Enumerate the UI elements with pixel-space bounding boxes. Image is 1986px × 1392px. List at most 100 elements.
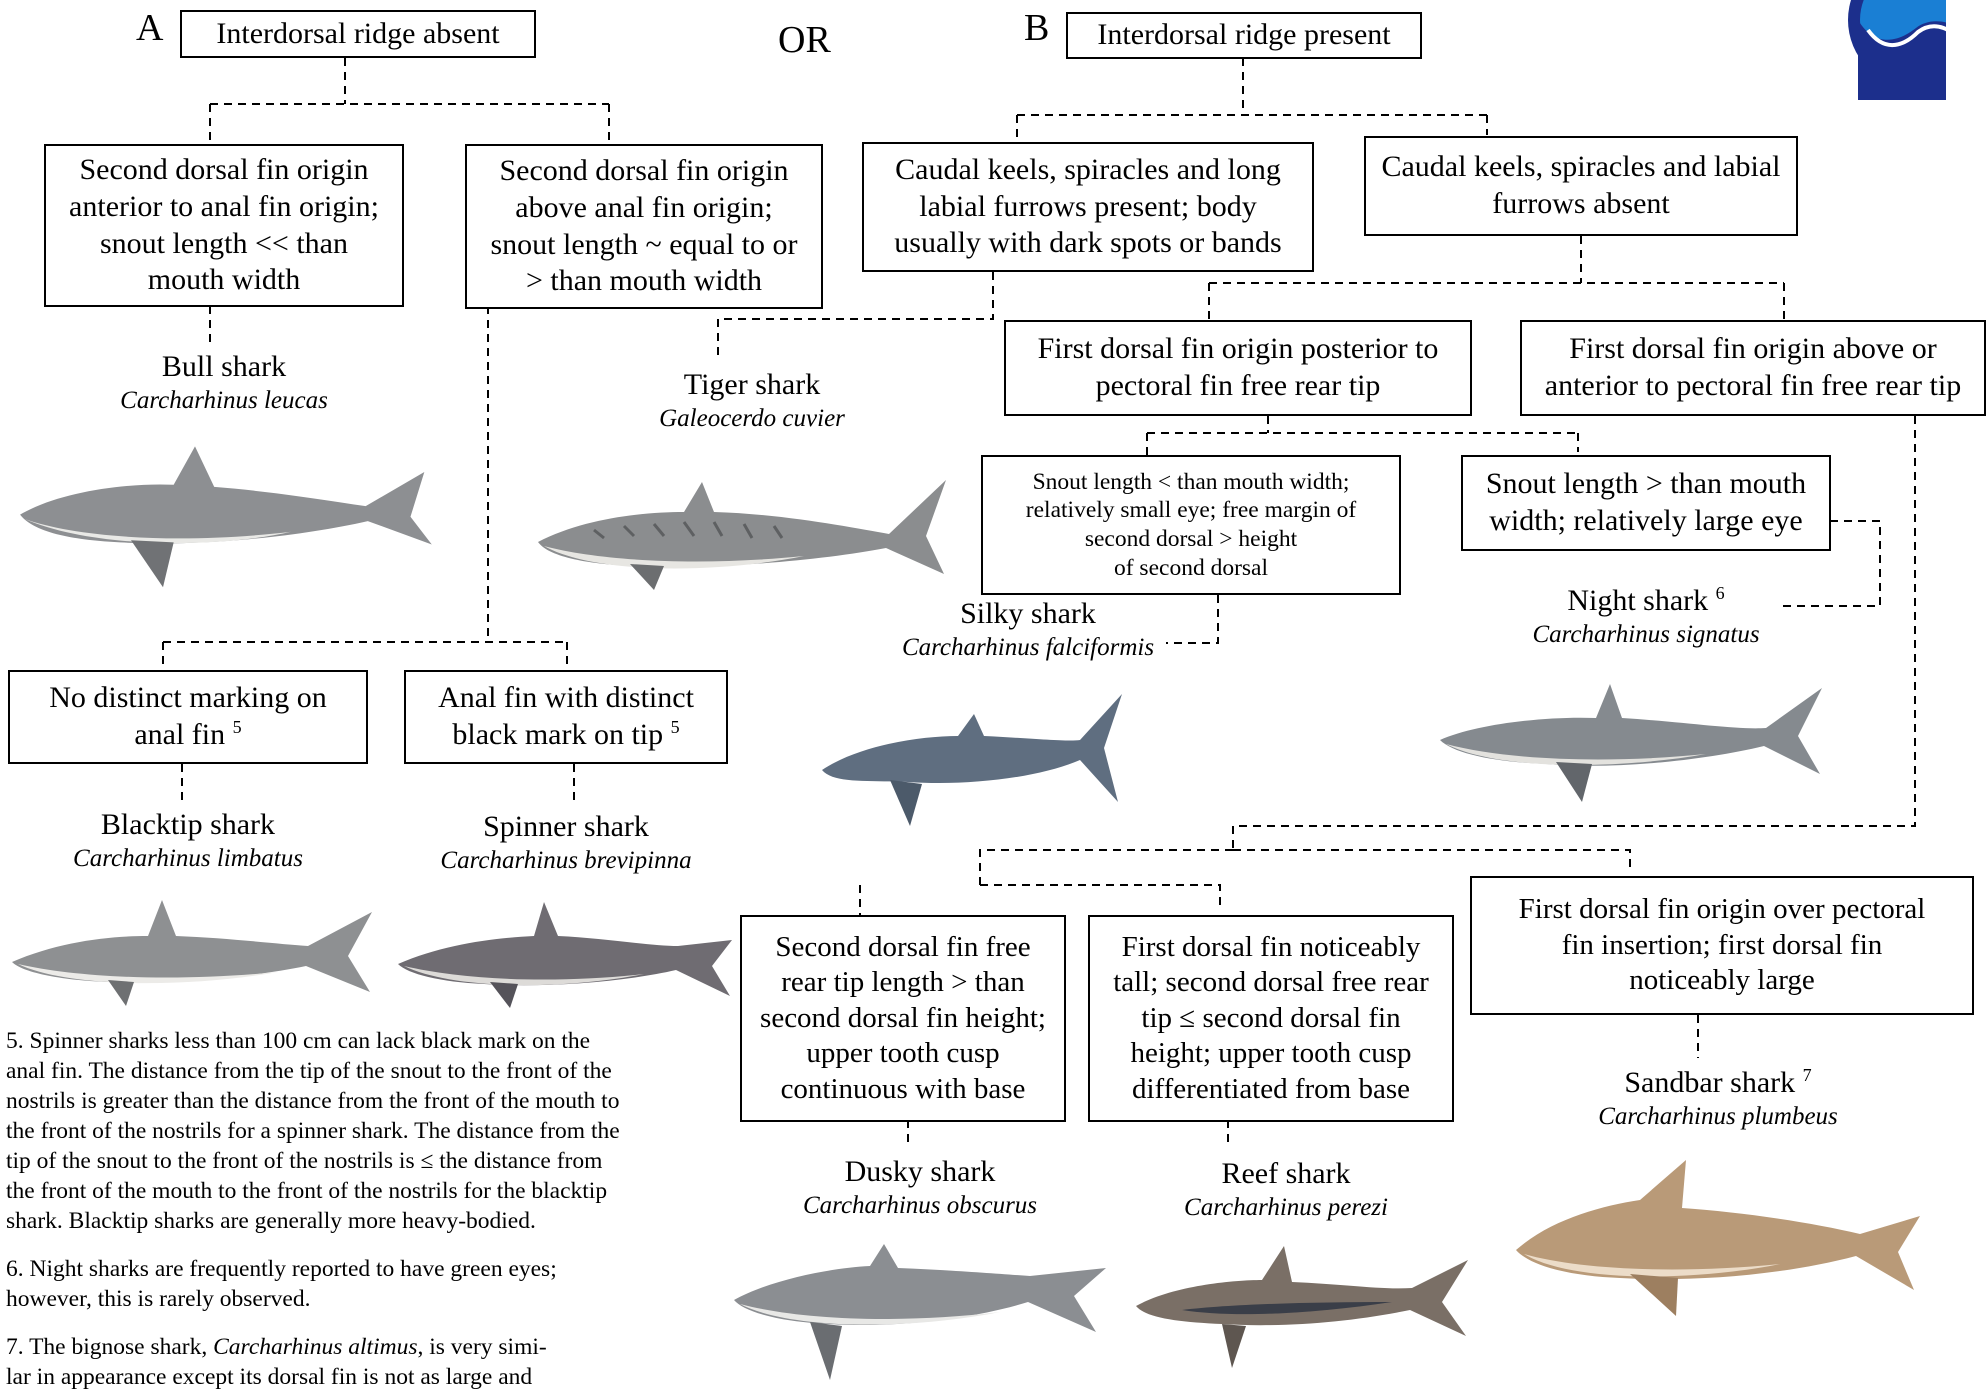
box-snout-less: Snout length < than mouth width; relativ… — [981, 455, 1401, 595]
box-no-distinct-marking: No distinct marking on anal fin 5 — [8, 670, 368, 764]
footnote-7: 7. The bignose shark, Carcharhinus altim… — [6, 1332, 716, 1392]
box-line-text: black mark on tip — [452, 718, 664, 751]
box-text: Second dorsal fin free rear tip length >… — [760, 930, 1046, 1107]
box-caudal-keels-present: Caudal keels, spiracles and long labial … — [862, 142, 1314, 272]
species-spinner: Spinner shark Carcharhinus brevipinna — [406, 810, 726, 877]
box-line: anal fin 5 — [49, 717, 326, 754]
box-interdorsal-ridge-absent: Interdorsal ridge absent — [180, 10, 536, 58]
box-line: Caudal keels, spiracles and long — [895, 153, 1281, 187]
species-common-name-text: Night shark — [1567, 584, 1709, 617]
box-line: Caudal keels, spiracles and labial — [1381, 150, 1781, 184]
box-line: anterior to pectoral fin free rear tip — [1544, 369, 1962, 402]
note-line: the front of the nostrils for a spinner … — [6, 1118, 620, 1144]
box-line-text: anal fin — [134, 718, 226, 751]
species-scientific-name: Carcharhinus signatus — [1532, 620, 1760, 648]
label-b: B — [1024, 7, 1050, 49]
note-italic-text: Carcharhinus altimus — [213, 1334, 418, 1360]
box-text: Interdorsal ridge present — [1097, 17, 1390, 54]
box-first-dorsal-over-insertion: First dorsal fin origin over pectoral fi… — [1470, 876, 1974, 1015]
box-line: furrows absent — [1492, 187, 1670, 220]
box-line: width; relatively large eye — [1489, 504, 1803, 537]
box-text: Second dorsal fin origin above anal fin … — [490, 153, 797, 299]
or-label: OR — [778, 19, 831, 61]
note-line: however, this is rarely observed. — [6, 1286, 311, 1312]
shark-photo-icon — [538, 480, 946, 590]
species-common-name-text: Sandbar shark — [1624, 1066, 1796, 1099]
species-common-name: Reef shark — [1221, 1157, 1351, 1190]
box-line: Snout length < than mouth width; — [1032, 468, 1350, 495]
box-second-dorsal-above-anal: Second dorsal fin origin above anal fin … — [465, 144, 823, 309]
note-line: lar in appearance except its dorsal fin … — [6, 1364, 533, 1390]
box-text: No distinct marking on anal fin 5 — [49, 680, 326, 753]
species-scientific-name: Carcharhinus brevipinna — [440, 846, 692, 874]
box-line: anterior to anal fin origin; — [69, 189, 379, 223]
box-text: Anal fin with distinct black mark on tip… — [438, 680, 694, 753]
shark-photo-icon — [1516, 1160, 1920, 1316]
box-text: Interdorsal ridge absent — [216, 16, 499, 53]
box-text: First dorsal fin origin posterior to pec… — [1038, 331, 1439, 404]
shark-photo-icon — [398, 902, 732, 1008]
box-line: of second dorsal — [1113, 554, 1268, 581]
species-blacktip: Blacktip shark Carcharhinus limbatus — [28, 808, 348, 875]
footnote-ref: 7 — [1802, 1065, 1812, 1085]
box-interdorsal-ridge-present: Interdorsal ridge present — [1066, 12, 1422, 59]
box-line: No distinct marking on — [49, 680, 326, 717]
shark-photo-icon — [12, 900, 372, 1006]
box-line: snout length ~ equal to or — [490, 227, 798, 261]
box-line: Snout length > than mouth — [1485, 467, 1807, 501]
species-common-name: Night shark 6 — [1486, 583, 1806, 619]
box-anal-fin-black-mark: Anal fin with distinct black mark on tip… — [404, 670, 728, 764]
box-first-dorsal-tall: First dorsal fin noticeably tall; second… — [1088, 915, 1454, 1122]
shark-photo-icon — [734, 1244, 1106, 1380]
note-text: , is very simi- — [417, 1334, 547, 1360]
species-scientific-name: Carcharhinus leucas — [120, 386, 328, 414]
box-text: First dorsal fin noticeably tall; second… — [1113, 930, 1429, 1107]
box-line: height; upper tooth cusp — [1130, 1037, 1412, 1070]
species-scientific-name: Carcharhinus obscurus — [802, 1191, 1038, 1219]
species-scientific-name: Carcharhinus perezi — [1184, 1193, 1388, 1221]
note-line: 5. Spinner sharks less than 100 cm can l… — [6, 1028, 591, 1054]
note-line: the front of the mouth to the front of t… — [6, 1178, 608, 1204]
note-line: shark. Blacktip sharks are generally mor… — [6, 1208, 536, 1234]
species-common-name: Dusky shark — [844, 1155, 996, 1188]
note-line: 7. The bignose shark, Carcharhinus altim… — [6, 1332, 716, 1362]
box-line: Second dorsal fin free — [775, 931, 1031, 964]
box-line: First dorsal fin origin over pectoral — [1518, 893, 1926, 926]
species-bull: Bull shark Carcharhinus leucas — [64, 350, 384, 417]
box-line: above anal fin origin; — [515, 190, 773, 224]
species-common-name: Blacktip shark — [100, 808, 276, 841]
box-line: Anal fin with distinct — [438, 680, 694, 717]
box-line: Second dorsal fin origin — [499, 154, 789, 188]
footnote-ref: 5 — [670, 717, 680, 737]
box-text: Snout length > than mouth width; relativ… — [1486, 466, 1806, 539]
box-line: > than mouth width — [525, 264, 763, 298]
box-line: Interdorsal ridge absent — [216, 16, 500, 50]
footnote-5: 5. Spinner sharks less than 100 cm can l… — [6, 1026, 716, 1236]
box-line: snout length << than — [100, 226, 348, 260]
note-text: 7. The bignose shark, — [6, 1334, 214, 1360]
species-common-name: Spinner shark — [483, 810, 649, 843]
box-line: relatively small eye; free margin of — [1025, 497, 1357, 524]
box-line: Interdorsal ridge present — [1097, 18, 1391, 52]
shark-photo-icon — [822, 694, 1122, 826]
box-second-dorsal-anterior: Second dorsal fin origin anterior to ana… — [44, 144, 404, 307]
box-text: Caudal keels, spiracles and long labial … — [894, 152, 1281, 262]
note-line: anal fin. The distance from the tip of t… — [6, 1058, 612, 1084]
box-second-dorsal-free-rear-tip: Second dorsal fin free rear tip length >… — [740, 915, 1066, 1122]
box-line: First dorsal fin origin above or — [1569, 332, 1937, 366]
species-common-name: Silky shark — [960, 597, 1096, 630]
box-text: Second dorsal fin origin anterior to ana… — [69, 152, 379, 298]
species-dusky: Dusky shark Carcharhinus obscurus — [760, 1155, 1080, 1222]
box-line: tall; second dorsal free rear — [1113, 966, 1429, 999]
species-tiger: Tiger shark Galeocerdo cuvier — [592, 368, 912, 435]
label-a: A — [136, 7, 164, 49]
box-line: noticeably large — [1629, 964, 1815, 997]
shark-photo-icon — [1440, 684, 1822, 802]
species-sandbar: Sandbar shark 7 Carcharhinus plumbeus — [1558, 1065, 1878, 1133]
species-common-name: Sandbar shark 7 — [1558, 1065, 1878, 1101]
box-line: second dorsal fin height; — [760, 1001, 1046, 1034]
box-line: mouth width — [147, 263, 301, 297]
noaa-logo-icon — [1848, 0, 1946, 100]
note-line: tip of the snout to the front of the nos… — [6, 1148, 603, 1174]
